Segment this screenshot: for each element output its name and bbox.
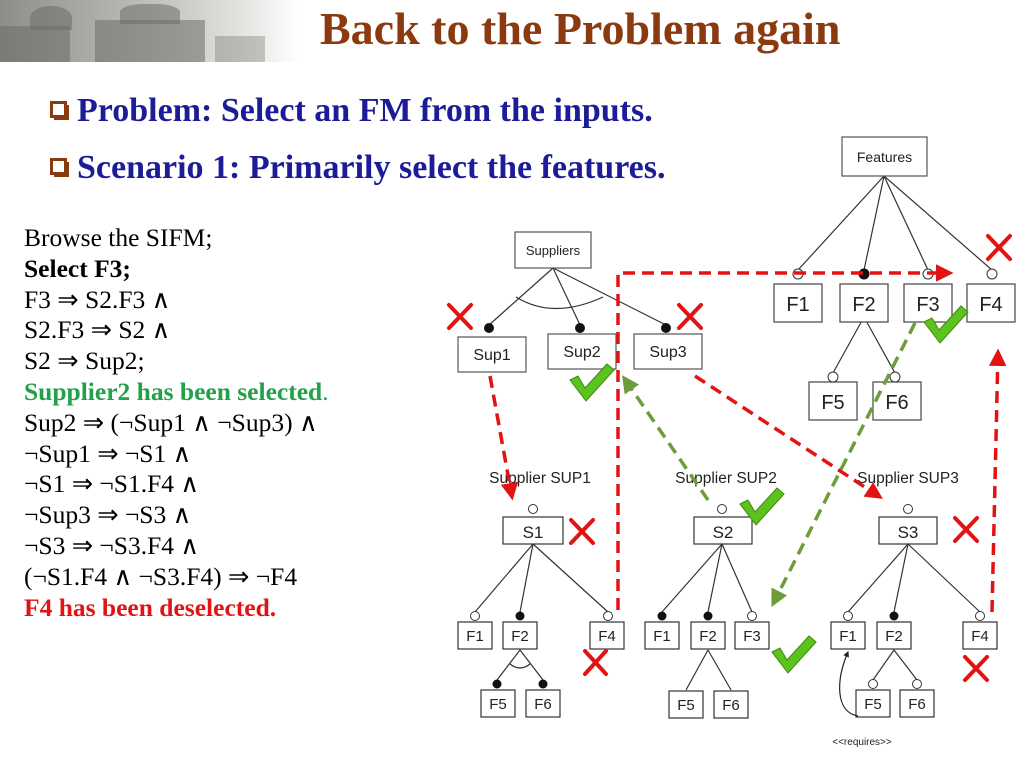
step-9: (¬S1.F4 ∧ ¬S3.F4) ⇒ ¬F4 [24,561,298,591]
cross-icon [963,655,989,682]
requires-arrow [839,650,859,717]
bullet-box-icon [50,101,67,118]
feature-node-f6: F6 [872,381,922,421]
feature-node-f3: F3 [903,283,953,323]
red-dashed-arrow-to-s1 [488,375,519,501]
step-2: S2.F3 ⇒ S2 ∧ [24,315,171,345]
cross-icon [953,516,979,543]
step-f4-deselected: F4 has been deselected. [24,592,277,622]
bullet-problem-text: Problem: Select an FM from the inputs. [77,92,653,129]
step-4: Sup2 ⇒ (¬Sup1 ∧ ¬Sup3) ∧ [24,407,318,437]
step-8: ¬S3 ⇒ ¬S3.F4 ∧ [24,530,200,560]
reasoning-steps: Browse the SIFM; Select F3; F3 ⇒ S2.F3 ∧… [24,223,329,623]
alternative-marker [661,323,671,333]
step-1: F3 ⇒ S2.F3 ∧ [24,284,171,314]
svg-text:F5: F5 [677,697,695,714]
svg-text:F4: F4 [598,628,616,645]
feature-node-f5: F5 [808,381,858,421]
svg-text:F2: F2 [885,628,903,645]
svg-text:F5: F5 [489,696,507,713]
features-tree: Features F1 F2 F3 F4 F5 F6 [773,136,1016,421]
supplier-model-sup3: Supplier SUP3 S3 F1 F2 F4 F5 F6 <<requir… [830,470,998,748]
optional-marker [986,268,998,280]
features-root-node: Features [841,136,928,177]
svg-text:S2: S2 [713,523,734,542]
svg-text:F4: F4 [979,294,1002,316]
svg-text:F6: F6 [722,697,740,714]
red-dashed-arrow-to-f4 [988,348,1007,613]
svg-text:F4: F4 [971,628,989,645]
supplier-node-sup3: Sup3 [633,333,703,370]
check-icon [569,363,615,402]
bullet-box-icon [50,158,67,175]
bullet-problem: Problem: Select an FM from the inputs. [50,92,653,130]
feature-node-f4: F4 [966,283,1016,323]
svg-text:F6: F6 [534,696,552,713]
svg-text:Sup2: Sup2 [563,344,600,361]
svg-text:F1: F1 [466,628,484,645]
svg-text:F6: F6 [885,392,908,414]
svg-text:Sup1: Sup1 [473,347,510,364]
bullet-scenario: Scenario 1: Primarily select the feature… [50,149,666,187]
optional-marker [827,371,839,383]
supplier-model-title: Supplier SUP2 [675,470,777,487]
svg-text:F2: F2 [852,294,875,316]
sup2-selected-period: . [322,376,329,406]
page-title: Back to the Problem again [320,3,841,54]
feature-node-f1: F1 [773,283,823,323]
green-dashed-arrow-f3-to-s2f3 [771,322,917,608]
cross-icon [583,649,608,676]
step-sup2-selected: Supplier2 has been selected. [24,377,329,408]
svg-text:F5: F5 [821,392,844,414]
supplier-model-title: Supplier SUP1 [489,470,591,487]
supplier-model-sup2: Supplier SUP2 S2 F1 F2 F3 F5 F6 [644,470,777,719]
check-icon [771,635,817,674]
sup2-selected-text: Supplier2 has been selected [24,376,323,406]
bullet-scenario-text: Scenario 1: Primarily select the feature… [77,149,666,186]
svg-text:Suppliers: Suppliers [526,243,581,258]
header-banner-image [0,0,300,62]
check-icon [739,487,785,526]
step-select: Select F3; [24,253,131,283]
step-6: ¬S1 ⇒ ¬S1.F4 ∧ [24,469,200,499]
supplier-node-sup1: Sup1 [457,336,527,373]
svg-text:Features: Features [857,149,912,165]
supplier-model-title: Supplier SUP3 [857,470,959,487]
svg-text:F2: F2 [699,628,717,645]
svg-text:F3: F3 [743,628,761,645]
requires-label: <<requires>> [832,737,892,748]
svg-text:F1: F1 [653,628,671,645]
cross-icon [986,234,1012,261]
cross-icon [569,518,595,545]
svg-text:F1: F1 [786,294,809,316]
suppliers-root-node: Suppliers [514,231,592,269]
step-7: ¬Sup3 ⇒ ¬S3 ∧ [24,500,192,530]
green-dashed-arrow-s2-to-sup2 [622,375,710,501]
alternative-marker [484,323,494,333]
supplier-node-sup2: Sup2 [547,333,617,370]
cross-icon [677,303,703,330]
step-browse: Browse the SIFM; [24,223,213,252]
svg-text:S3: S3 [898,523,919,542]
suppliers-tree: Suppliers Sup1 Sup2 Sup3 [457,231,703,373]
svg-text:S1: S1 [523,523,544,542]
feature-node-f2: F2 [839,283,889,323]
supplier-model-sup1: Supplier SUP1 S1 F1 F2 F4 F5 F6 [457,470,625,718]
optional-marker [889,371,901,383]
red-dashed-arrow-to-f3 [616,264,954,610]
check-icon [923,305,969,344]
svg-text:F1: F1 [839,628,857,645]
svg-text:F6: F6 [908,696,926,713]
svg-text:F3: F3 [916,294,939,316]
step-5: ¬Sup1 ⇒ ¬S1 ∧ [24,438,192,468]
svg-text:F5: F5 [864,696,882,713]
cross-icon [447,303,473,330]
svg-text:Sup3: Sup3 [649,344,686,361]
svg-text:F2: F2 [511,628,529,645]
alternative-marker [575,323,585,333]
step-3: S2 ⇒ Sup2; [24,346,145,376]
